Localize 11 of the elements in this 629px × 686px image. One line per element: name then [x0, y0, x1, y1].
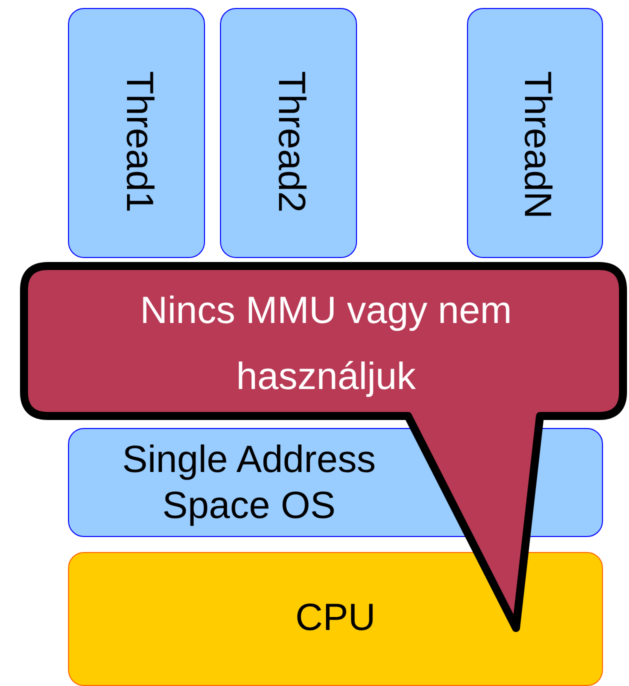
speech-bubble-tooltip	[18, 260, 629, 634]
thread-label: Thread1	[116, 71, 160, 213]
thread-label: Thread2	[268, 71, 312, 213]
thread-label: ThreadN	[515, 71, 558, 219]
os-label: Single Address Space OS	[121, 438, 377, 529]
cpu-box	[68, 552, 603, 686]
thread-box	[68, 8, 205, 258]
cpu-label: CPU	[294, 597, 377, 640]
callout-text: Nincs MMU vagy nem használjuk	[139, 289, 513, 400]
thread-box	[220, 8, 357, 258]
thread-box	[467, 8, 603, 258]
